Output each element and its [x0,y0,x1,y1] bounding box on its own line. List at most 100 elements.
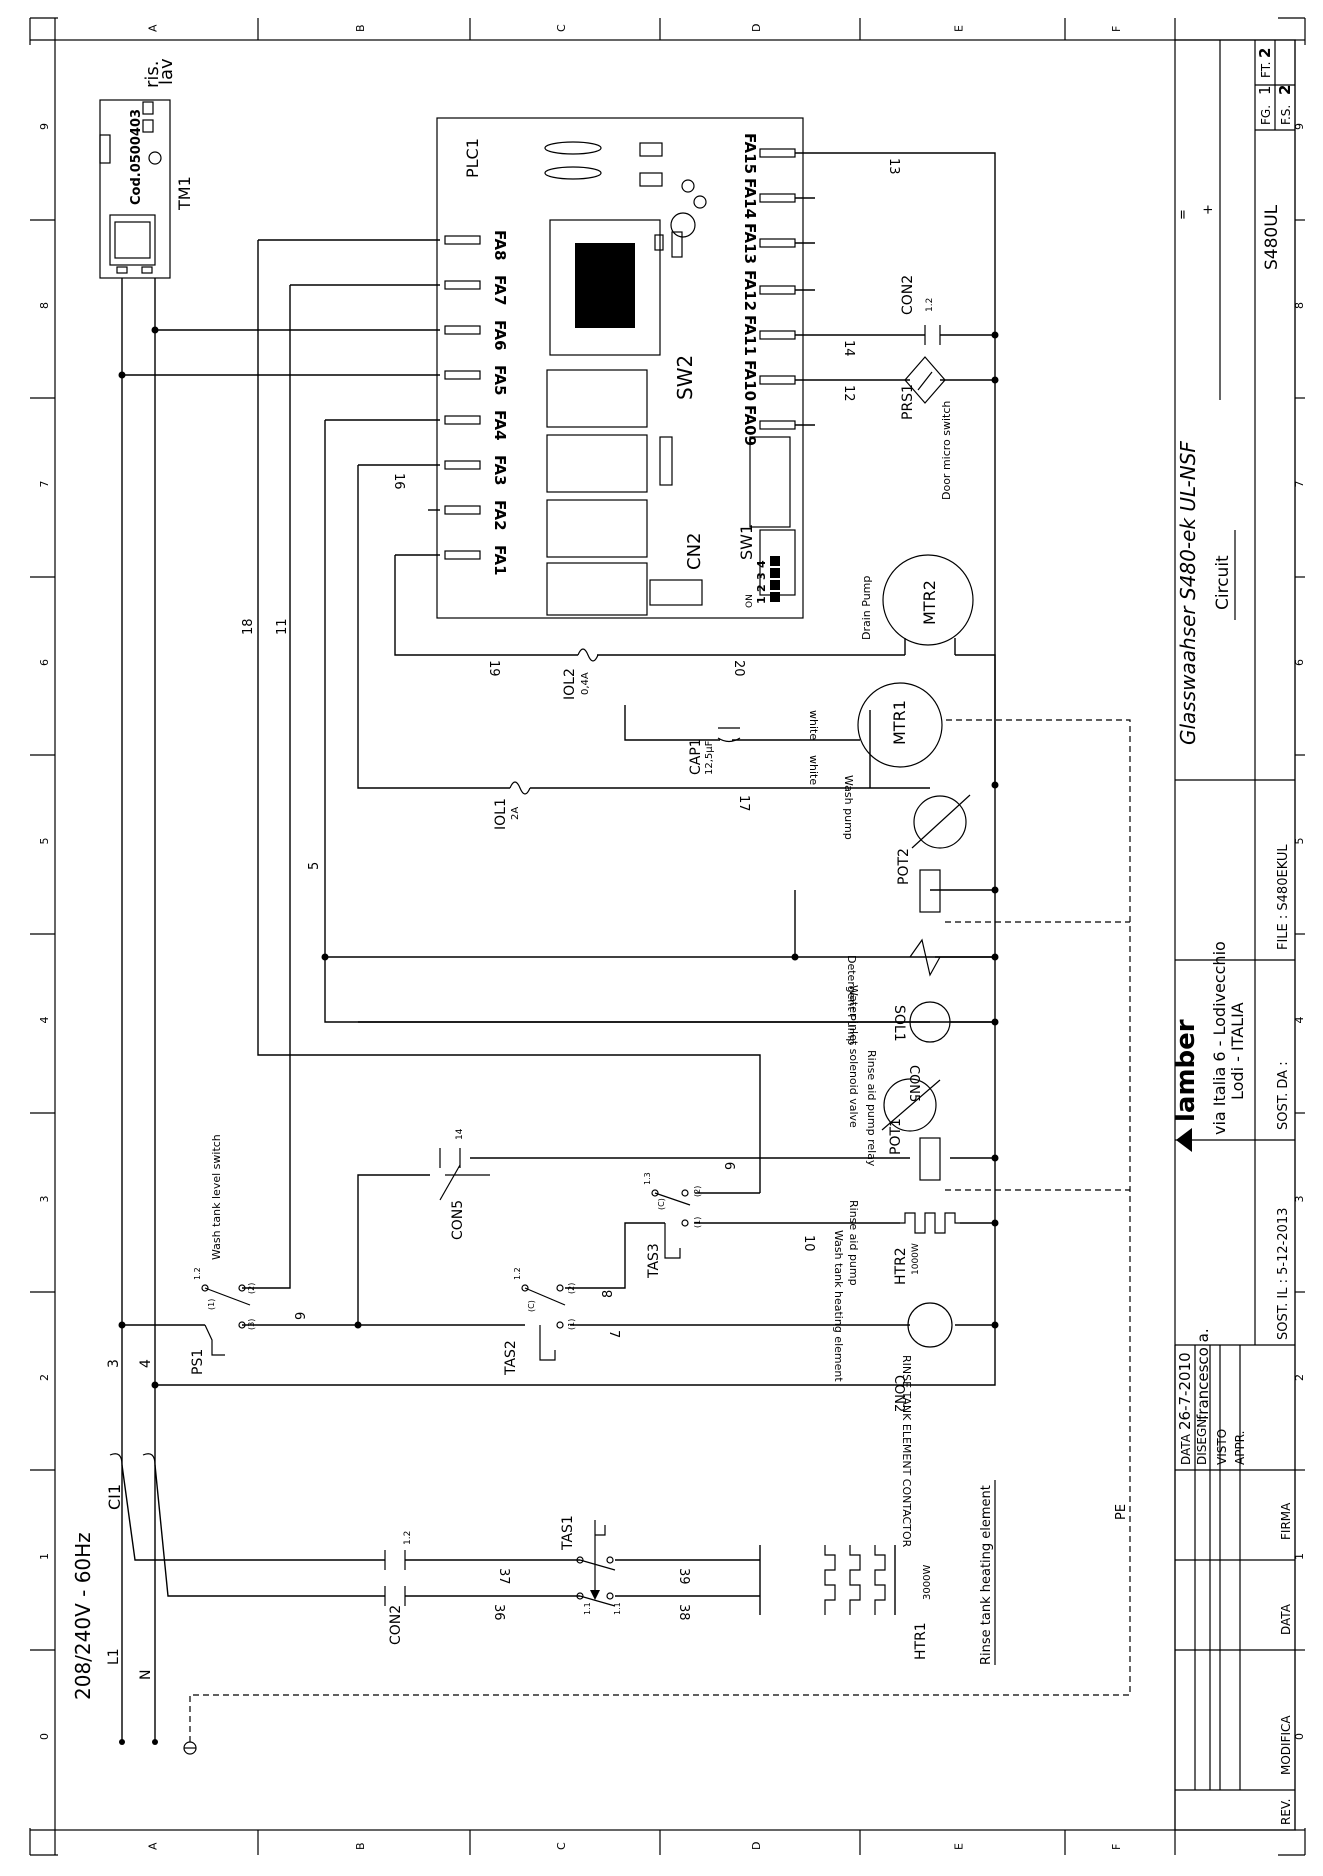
wire-number: 16 [391,473,406,490]
plc-terminal-connector [444,505,481,515]
iol1-label: IOL1 [493,798,509,830]
sw1-number: 2 [755,584,768,592]
ft-label: FT. [1259,62,1273,78]
sw1-number: 4 [755,560,768,568]
pot2-pump: POT2 Detergent Pump [845,794,971,1045]
drawing-title: Glasswaahser S480-ek UL-NSF [1176,441,1200,745]
modifica-label: MODIFICA [1279,1715,1293,1775]
htr2-desc: Wash tank heating element [832,1230,845,1382]
frame-row-label-right: 8 [1293,302,1306,309]
plc-terminal-label: FA11 [741,315,759,356]
address-line-1: via Italia 6 - Lodivecchio [1210,941,1229,1135]
detergent-pump-label: Detergent Pump [845,955,858,1045]
tm1-code: Cod.0500403 [129,109,144,205]
disegn-label: DISEGN. [1195,1415,1209,1465]
firma-label: FIRMA [1279,1502,1293,1540]
wiring [119,152,1131,1755]
prs1-door-switch: PRS1 Door micro switch [900,356,953,500]
frame-row-label-left: 1 [38,1553,51,1560]
con2-coil-desc: RINSE TANK ELEMENT CONTACTOR [900,1355,913,1548]
frame-col-label-top: D [750,24,763,32]
visto-label: VISTO [1215,1429,1229,1465]
contact-mark: (1) [567,1319,576,1330]
con2-top-contact: 1.2 [925,298,935,312]
sw1-switch-slot [770,556,780,566]
plc-terminal-label: FA2 [491,500,509,531]
plc-terminal-label: FA4 [491,410,509,441]
frame-row-label-left: 6 [38,659,51,666]
contact-mark: (1) [693,1217,702,1228]
drawing-subtitle: Circuit [1213,555,1233,610]
supply-l1: L1 [106,1648,122,1665]
frame-row-label-left: 2 [38,1374,51,1381]
sol1-valve: SOL1 Water inlet solenoid valve [847,938,941,1128]
con2-bottom-contact: 1.2 [403,1531,413,1545]
cn2-label: CN2 [684,533,705,571]
plc-terminal-connector [759,330,796,340]
frame-ticks [30,18,1305,1855]
frame-row-label-left: 0 [38,1733,51,1740]
con5-coil: CON5 Rinse aid pump relay [865,1001,951,1167]
wire-number: 38 [676,1604,691,1621]
htr1-desc: Rinse tank heating element [979,1485,994,1665]
wire-number: 19 [486,660,501,677]
con5-contact-num: 14 [455,1128,465,1140]
ft-value: 2 [1256,48,1274,58]
iol2-overload: IOL2 0,4A [562,648,599,700]
plc-terminal-connector [759,193,796,203]
plc1-label: PLC1 [463,138,482,178]
contact-mark: 1.3 [643,1172,652,1185]
frame-row-label-left: 3 [38,1196,51,1203]
plc-terminal-label: FA3 [491,455,509,486]
plc-terminal-connector [759,420,796,430]
wire-number: 36 [491,1604,506,1621]
frame-row-label-right: 4 [1293,1017,1306,1024]
iol1-value: 2A [510,807,521,820]
tm1-ris: ris. [142,60,163,88]
frame-row-label-left: 5 [38,838,51,845]
junction-dot [991,886,999,894]
contact-mark: (C) [657,1198,666,1210]
rev-label: REV. [1279,1799,1293,1825]
cap1-capacitor: CAP1 12,5µF [688,727,741,775]
white-label-1: white [807,710,820,740]
junction-dot [991,331,999,339]
frame-col-label-bottom: F [1110,1844,1123,1850]
con5-contact: CON5 14 [439,1128,490,1240]
frame-inner [54,39,1296,1831]
frame-row-label-right: 7 [1293,481,1306,488]
plc-terminal-connector [759,375,796,385]
junction-dot [991,1018,999,1026]
tas2-thermostat: TAS2 [503,1284,566,1376]
plc-terminal-label: FA13 [741,223,759,264]
wash-pump-label: Wash pump [842,775,855,840]
white-label-2: white [807,755,820,785]
htr1-heater: HTR1 3000W Rinse tank heating element [824,1480,996,1665]
iol2-value: 0,4A [580,672,591,695]
con2-coil-label: CON2 [891,1375,906,1412]
junction-dots [118,326,999,1389]
plc-terminal-connector [444,370,481,380]
plc-terminal-connector [444,280,481,290]
sw2-label: SW2 [673,355,697,400]
junction-dot [991,953,999,961]
frame-col-label-bottom: E [953,1843,966,1850]
fs-value: 2 [1276,85,1294,95]
pot2-label: POT2 [896,848,912,885]
plc-terminal-connector [444,550,481,560]
wire-number: 9 [294,1312,309,1320]
plc-terminal-connector [444,460,481,470]
address-line-2: Lodi - ITALIA [1228,1002,1247,1100]
company-name: lamber [1171,1019,1201,1122]
mtr2-motor: MTR2 Drain Pump [860,554,974,655]
junction-dot [151,1381,159,1389]
ps1-label: PS1 [190,1349,206,1375]
junction-dot [321,953,329,961]
cap1-value: 12,5µF [704,740,715,775]
sw1-number: 1 [755,596,768,604]
wire-number: 20 [731,660,746,677]
